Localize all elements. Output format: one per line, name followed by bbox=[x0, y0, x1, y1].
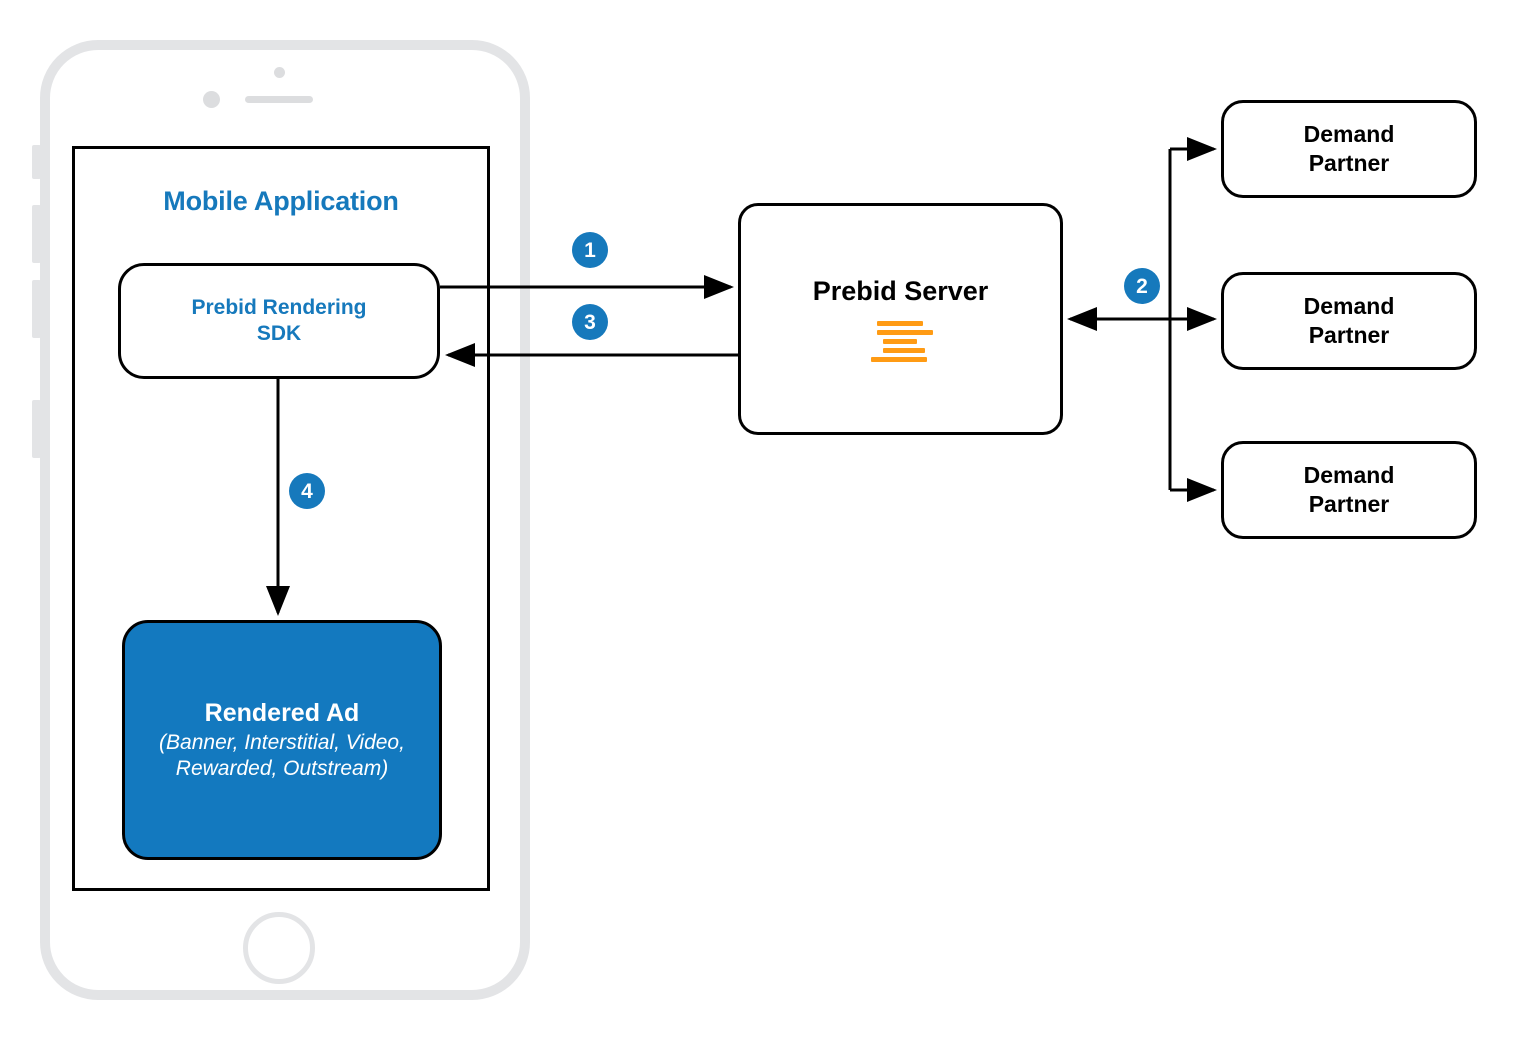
prebid-server-label: Prebid Server bbox=[812, 276, 989, 306]
demand-partner-1-line2: Partner bbox=[1308, 150, 1390, 176]
node-rendered-ad[interactable]: Rendered Ad (Banner, Interstitial, Video… bbox=[122, 620, 442, 860]
rendered-ad-title: Rendered Ad bbox=[204, 699, 360, 728]
prebid-logo-icon bbox=[869, 321, 933, 362]
step-badge-4: 4 bbox=[289, 473, 325, 509]
step-badge-3: 3 bbox=[572, 304, 608, 340]
volume-up-button[interactable] bbox=[32, 205, 41, 263]
proximity-sensor-icon bbox=[274, 67, 285, 78]
front-camera-icon bbox=[203, 91, 220, 108]
demand-partner-3-line1: Demand bbox=[1303, 462, 1395, 489]
mobile-application-title: Mobile Application bbox=[163, 186, 399, 216]
rendered-ad-subtitle-line1: (Banner, Interstitial, Video, bbox=[159, 730, 405, 754]
volume-down-button[interactable] bbox=[32, 280, 41, 338]
node-prebid-rendering-sdk[interactable]: Prebid Rendering SDK bbox=[118, 263, 440, 379]
sdk-label-line2: SDK bbox=[256, 322, 302, 345]
node-demand-partner-1[interactable]: Demand Partner bbox=[1221, 100, 1477, 198]
rendered-ad-subtitle-line2: Rewarded, Outstream) bbox=[175, 757, 389, 781]
earpiece-speaker-icon bbox=[245, 96, 313, 103]
node-prebid-server[interactable]: Prebid Server bbox=[738, 203, 1063, 435]
step-badge-1: 1 bbox=[572, 232, 608, 268]
power-button[interactable] bbox=[32, 400, 41, 458]
step-badge-2: 2 bbox=[1124, 268, 1160, 304]
demand-partner-2-line1: Demand bbox=[1303, 293, 1395, 320]
sdk-label-line1: Prebid Rendering bbox=[191, 295, 367, 319]
demand-partner-3-line2: Partner bbox=[1308, 491, 1390, 517]
node-demand-partner-3[interactable]: Demand Partner bbox=[1221, 441, 1477, 539]
node-demand-partner-2[interactable]: Demand Partner bbox=[1221, 272, 1477, 370]
demand-partner-2-line2: Partner bbox=[1308, 322, 1390, 348]
silent-switch-button[interactable] bbox=[32, 145, 41, 179]
demand-partner-1-line1: Demand bbox=[1303, 121, 1395, 148]
home-button[interactable] bbox=[243, 912, 315, 984]
